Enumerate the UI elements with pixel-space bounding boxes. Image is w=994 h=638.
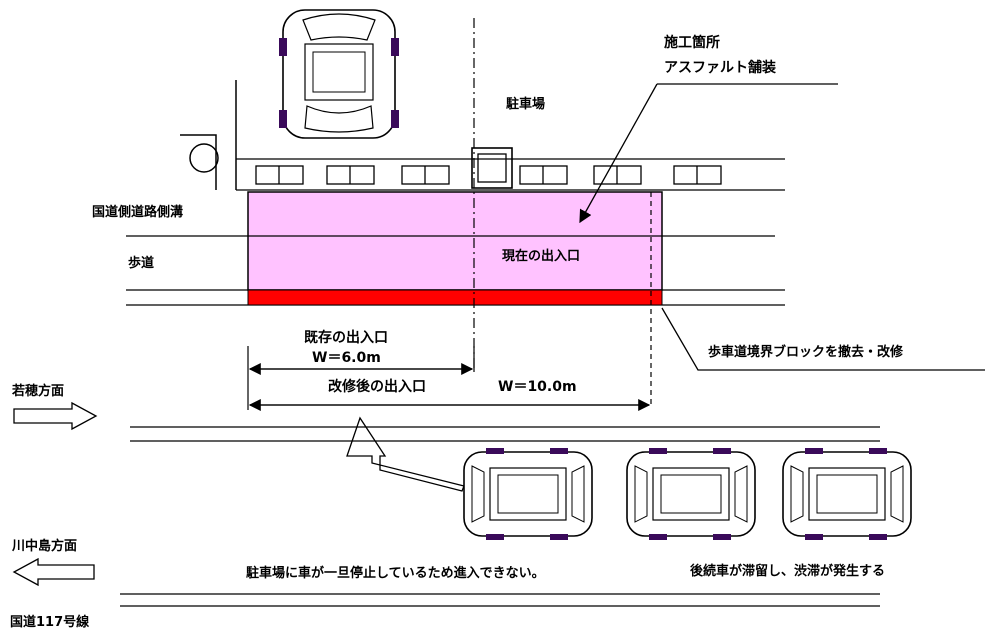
manhole-circle — [189, 143, 219, 173]
direction-wakaho-label: 若穂方面 — [12, 384, 65, 399]
direction-kawanakajima-label: 川中島方面 — [12, 539, 78, 554]
building-boundary — [180, 80, 237, 190]
curb-block-strip — [247, 289, 663, 306]
route-name-label: 国道117号線 — [10, 615, 90, 630]
construction-site-label: 施工箇所 — [664, 35, 720, 51]
modified-entrance-label: 改修後の出入口 — [328, 379, 426, 395]
current-entrance-label: 現在の出入口 — [502, 249, 581, 264]
queued-car-2-icon — [626, 448, 756, 540]
sidewalk-label: 歩道 — [128, 256, 155, 271]
entry-path-arrow-icon — [346, 416, 465, 492]
congestion-note: 後続車が滞留し、渋滞が発生する — [690, 564, 886, 579]
parked-car-icon — [279, 9, 399, 139]
queued-car-1-icon — [463, 448, 593, 540]
asphalt-paving-label: アスファルト舗装 — [664, 60, 776, 76]
existing-entrance-label: 既存の出入口 — [304, 330, 388, 346]
arrow-right-icon — [13, 401, 98, 431]
side-ditch — [236, 147, 785, 191]
curb-leader — [661, 307, 985, 371]
arrow-left-icon — [12, 557, 95, 587]
curb-block-note: 歩車道境界ブロックを撤去・改修 — [708, 345, 904, 360]
problem-note: 駐車場に車が一旦停止しているため進入できない。 — [246, 566, 545, 581]
modified-entrance-width: W＝10.0m — [498, 379, 577, 395]
construction-leader — [579, 83, 658, 224]
construction-area — [247, 191, 663, 291]
side-ditch-label: 国道側道路側溝 — [92, 205, 184, 220]
national-road-lines — [120, 426, 880, 607]
existing-entrance-width: W＝6.0m — [312, 350, 381, 366]
existing-entrance-dimension — [247, 346, 475, 410]
queued-car-3-icon — [782, 448, 912, 540]
parking-lot-label: 駐車場 — [506, 97, 546, 112]
